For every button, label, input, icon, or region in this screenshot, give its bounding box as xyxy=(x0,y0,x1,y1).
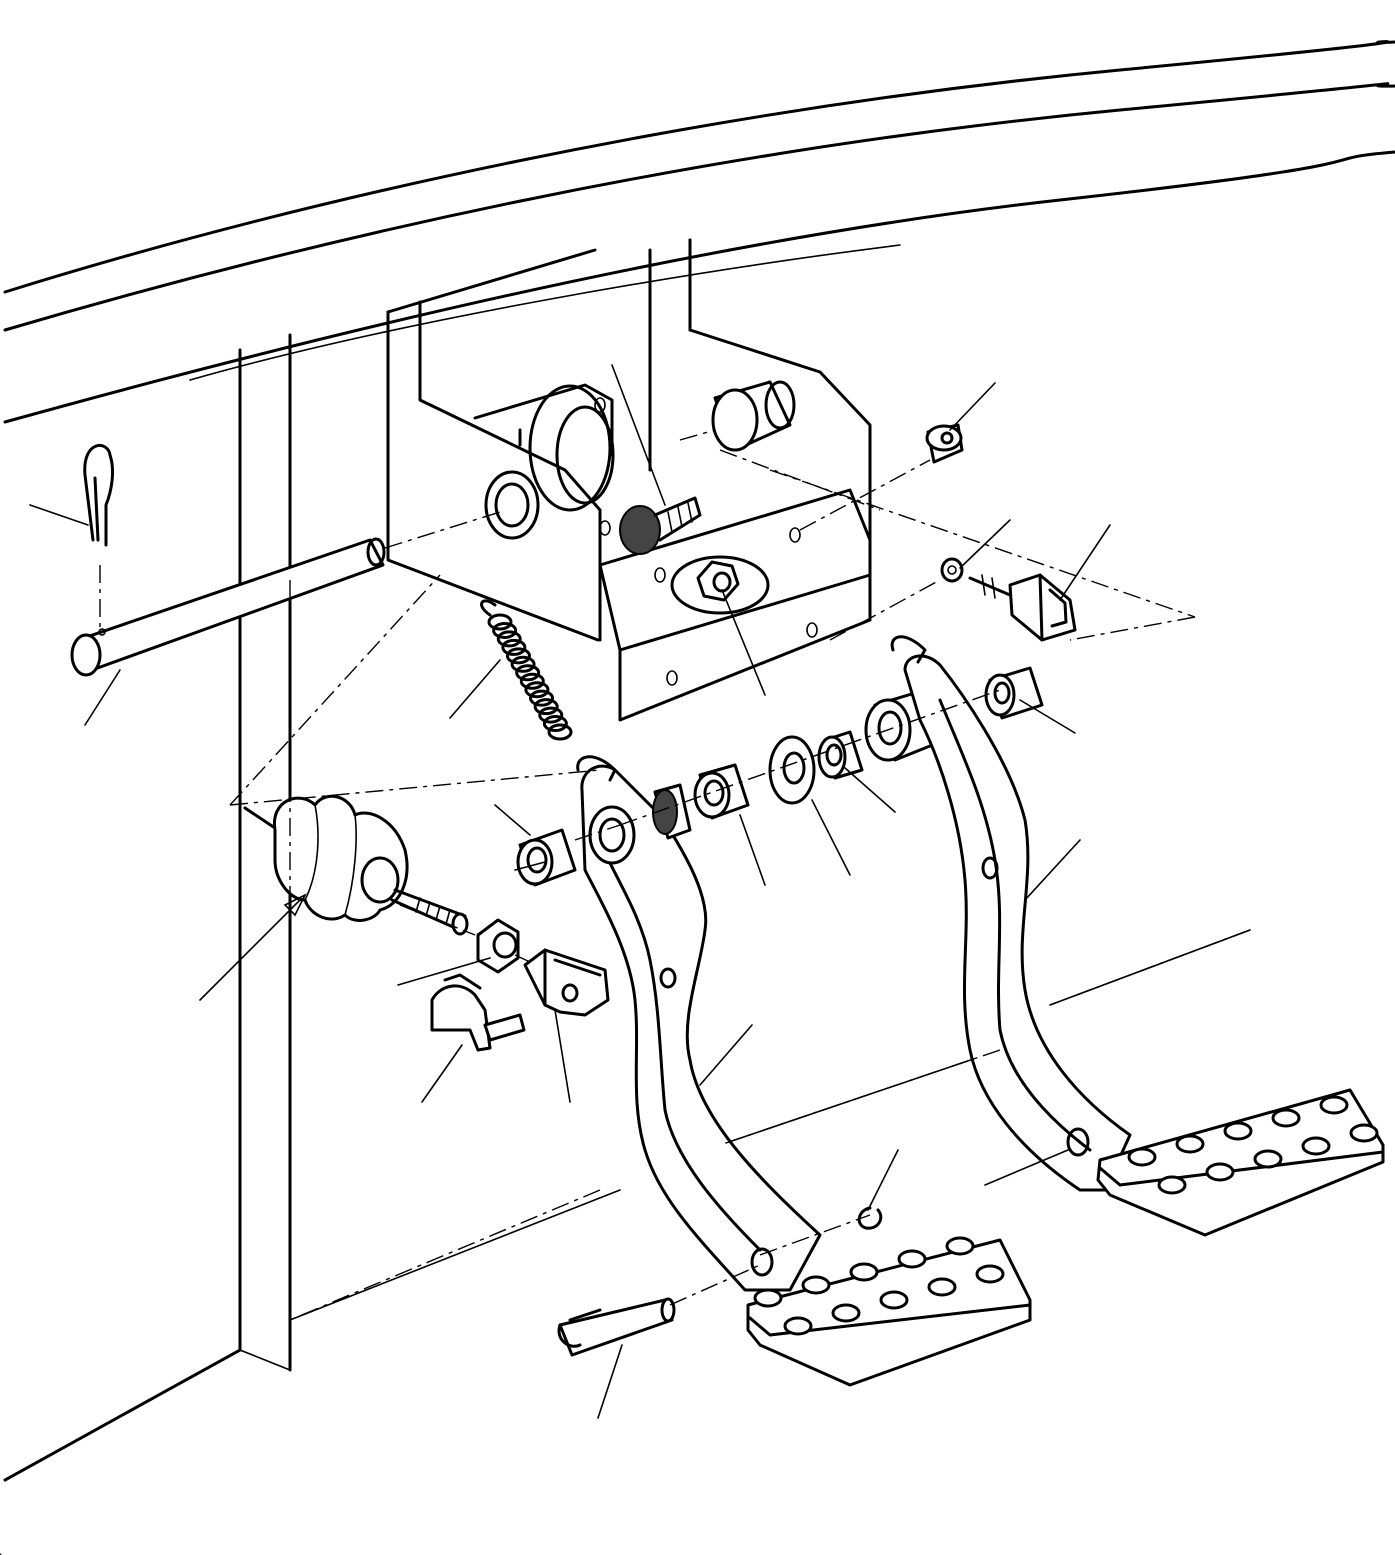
bracket-nut xyxy=(696,560,740,602)
pad-dimple xyxy=(1253,1149,1283,1169)
pivot-shaft xyxy=(70,537,386,677)
pad-dimple xyxy=(1349,1123,1379,1143)
pad-dimple xyxy=(783,1316,813,1336)
spring-coil xyxy=(515,664,541,682)
thrust-washer xyxy=(768,735,816,805)
spring-coil xyxy=(547,723,573,741)
pad-dimple xyxy=(1319,1095,1349,1115)
stop-cylinder xyxy=(711,380,796,452)
clevis-pin xyxy=(557,1297,676,1357)
spring-coil xyxy=(487,613,513,631)
pad-dimple xyxy=(1175,1134,1205,1154)
left-pedal xyxy=(576,755,822,1292)
spring-coil xyxy=(501,638,527,656)
pad-dimple xyxy=(1223,1121,1253,1141)
spring-coil xyxy=(529,689,555,707)
master-cylinder-boot xyxy=(243,794,409,922)
spring-coil xyxy=(524,681,550,699)
push-rod-nut xyxy=(476,918,520,974)
bushing-right xyxy=(984,666,1044,720)
snap-ring xyxy=(857,1206,883,1230)
pad-dimple xyxy=(753,1288,783,1308)
cotter-pin xyxy=(83,444,115,547)
spring-coil xyxy=(505,647,531,665)
mounting-bracket xyxy=(386,238,872,722)
pad-dimple xyxy=(849,1262,879,1282)
adjusting-bolt xyxy=(619,496,702,555)
spring-coil xyxy=(538,706,564,724)
spring-coil xyxy=(496,630,522,648)
pad-dimple xyxy=(1271,1108,1301,1128)
spacer-1 xyxy=(652,783,692,840)
spring-coil xyxy=(533,698,559,716)
pad-dimple xyxy=(879,1290,909,1310)
spring-coil xyxy=(519,672,545,690)
pad-dimple xyxy=(1301,1136,1331,1156)
right-pedal xyxy=(890,635,1132,1192)
washer xyxy=(940,557,964,583)
left-pedal-pad xyxy=(746,1236,1032,1387)
leader-lines xyxy=(29,364,1111,1419)
pad-dimple xyxy=(1205,1162,1235,1182)
right-pedal-pad xyxy=(1096,1088,1385,1237)
pedal-switch xyxy=(968,573,1077,642)
clip xyxy=(430,973,526,1052)
spring-hook xyxy=(480,599,497,617)
pad-dimple xyxy=(975,1264,1005,1284)
return-spring xyxy=(480,599,573,741)
pad-dimple xyxy=(1157,1175,1187,1195)
pad-dimple xyxy=(927,1277,957,1297)
boot-arrow xyxy=(283,893,307,917)
spacer-3 xyxy=(817,730,864,780)
pad-dimple xyxy=(831,1303,861,1323)
bushing-left xyxy=(516,828,577,887)
pad-dimple xyxy=(801,1275,831,1295)
pad-dimple xyxy=(897,1249,927,1269)
lock-nut xyxy=(925,423,964,464)
spring-coil xyxy=(542,715,568,733)
spacer-2 xyxy=(693,763,750,820)
spring-coil xyxy=(510,655,536,673)
assembly-lines xyxy=(99,429,1251,1360)
pad-dimple xyxy=(945,1236,975,1256)
spring-coil xyxy=(492,621,518,639)
pad-dimple xyxy=(1127,1147,1157,1167)
clevis xyxy=(523,948,610,1017)
